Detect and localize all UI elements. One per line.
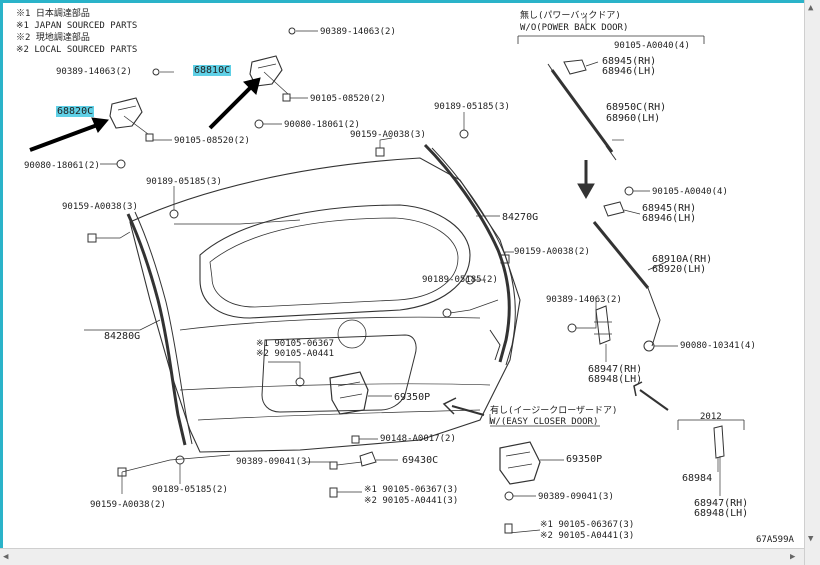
power-door-note-jp: 無し(パワーバックドア) [520,11,621,21]
part-68946-top[interactable]: 68946(LH) [602,66,657,77]
part-90389-14063-left[interactable]: 90389-14063(2) [56,67,132,77]
part-68946-mid[interactable]: 68946(LH) [642,213,697,224]
figure-code: 67A599A [756,535,794,545]
note-japan-sourced-jp: ※1 日本調達部品 [16,9,90,19]
part-84270g[interactable]: 84270G [502,212,539,223]
part-68810c[interactable]: 68810C [193,65,232,76]
part-90159-a0038-bottom-left[interactable]: 90159-A0038(2) [90,500,166,510]
part-68947-mid[interactable]: 68947(RH) [588,364,643,375]
part-90389-14063-top[interactable]: 90389-14063(2) [320,27,396,37]
part-90189-05185-top[interactable]: 90189-05185(3) [434,102,510,112]
scroll-left-icon[interactable]: ◀ [3,552,9,562]
part-68910a[interactable]: 68910A(RH) [652,254,713,265]
part-90105-a0441-easy-closer[interactable]: ※2 90105-A0441(3) [540,531,635,541]
easy-closer-note-en: W/(EASY CLOSER DOOR) [490,417,599,427]
part-90105-a0441-mid[interactable]: ※2 90105-A0441 [256,349,334,359]
scroll-up-icon[interactable]: ▲ [808,3,814,13]
part-90105-08520-b[interactable]: 90105-08520(2) [174,136,250,146]
part-90105-06367-low[interactable]: ※1 90105-06367(3) [364,485,459,495]
hinge-68810c [249,55,283,87]
part-90148-a0017[interactable]: 90148-A0017(2) [380,434,456,444]
callout-brackets [490,35,745,430]
window-left-border [0,0,3,565]
part-90080-18061-b[interactable]: 90080-18061(2) [24,161,100,171]
hinge-68820c [109,97,143,129]
part-68948-mid[interactable]: 68948(LH) [588,374,643,385]
part-90105-06367-easy-closer[interactable]: ※1 90105-06367(3) [540,520,635,530]
part-84280g[interactable]: 84280G [104,331,141,342]
weatherstrip-84280g [126,211,193,446]
note-local-sourced-en: ※2 LOCAL SOURCED PARTS [16,45,138,55]
part-90080-10341[interactable]: 90080-10341(4) [680,341,756,351]
bracket-68947 [594,305,612,345]
lock-69350p-main [329,371,369,415]
vertical-scrollbar[interactable]: ▲ ▼ [804,0,820,565]
pointer-arrows [29,77,261,152]
leader-lines [84,16,721,534]
part-68950c[interactable]: 68950C(RH) [606,102,667,113]
parts-diagram-drawing [29,16,745,534]
part-90389-14063-right[interactable]: 90389-14063(2) [546,295,622,305]
part-68820c[interactable]: 68820C [56,106,95,117]
part-90105-06367-mid[interactable]: ※1 90105-06367 [256,339,334,349]
window-top-border [0,0,820,3]
scroll-right-icon[interactable]: ▶ [790,552,796,562]
part-69350p-easy-closer[interactable]: 69350P [566,454,603,465]
bracket-68984-2012 [713,425,725,459]
part-68920[interactable]: 68920(LH) [652,264,707,275]
part-68947-bottom-right[interactable]: 68947(RH) [694,498,749,509]
part-90189-05185-left[interactable]: 90189-05185(3) [146,177,222,187]
power-door-note-en: W/O(POWER BACK DOOR) [520,23,629,33]
part-68984[interactable]: 68984 [682,473,713,484]
part-69350p-main[interactable]: 69350P [394,392,431,403]
part-90159-a0038-right[interactable]: 90159-A0038(2) [514,247,590,257]
direction-arrows [442,160,669,416]
part-90105-a0441-low[interactable]: ※2 90105-A0441(3) [364,496,459,506]
part-68945-top[interactable]: 68945(RH) [602,56,657,67]
part-90105-08520-a[interactable]: 90105-08520(2) [310,94,386,104]
part-90105-a0040-mid[interactable]: 90105-A0040(4) [652,187,728,197]
striker-69430c [359,451,377,467]
part-90080-18061-a[interactable]: 90080-18061(2) [284,120,360,130]
part-69430c[interactable]: 69430C [402,455,439,466]
part-90189-05185-mid[interactable]: 90189-05185(2) [422,275,498,285]
part-68960[interactable]: 68960(LH) [606,113,661,124]
part-68948-bottom-right[interactable]: 68948(LH) [694,508,749,519]
note-japan-sourced-en: ※1 JAPAN SOURCED PARTS [16,21,138,31]
note-local-sourced-jp: ※2 現地調達部品 [16,33,90,43]
easy-closer-note-jp: 有し(イージークローザードア) [490,406,618,416]
horizontal-scrollbar[interactable]: ◀ ▶ [0,548,804,565]
stay-68950c [547,59,617,161]
year-2012: 2012 [700,412,722,422]
stay-68910a [592,201,661,347]
part-90389-09041-easy-closer[interactable]: 90389-09041(3) [538,492,614,502]
part-90105-a0040-top[interactable]: 90105-A0040(4) [614,41,690,51]
part-90389-09041-main[interactable]: 90389-09041(3) [236,457,312,467]
part-90159-a0038-left[interactable]: 90159-A0038(3) [62,202,138,212]
lock-69350p-easy-closer [499,441,541,485]
part-68945-mid[interactable]: 68945(RH) [642,203,697,214]
part-90159-a0038-top[interactable]: 90159-A0038(3) [350,130,426,140]
part-90189-05185-bottom-left[interactable]: 90189-05185(2) [152,485,228,495]
scroll-down-icon[interactable]: ▼ [808,534,814,544]
